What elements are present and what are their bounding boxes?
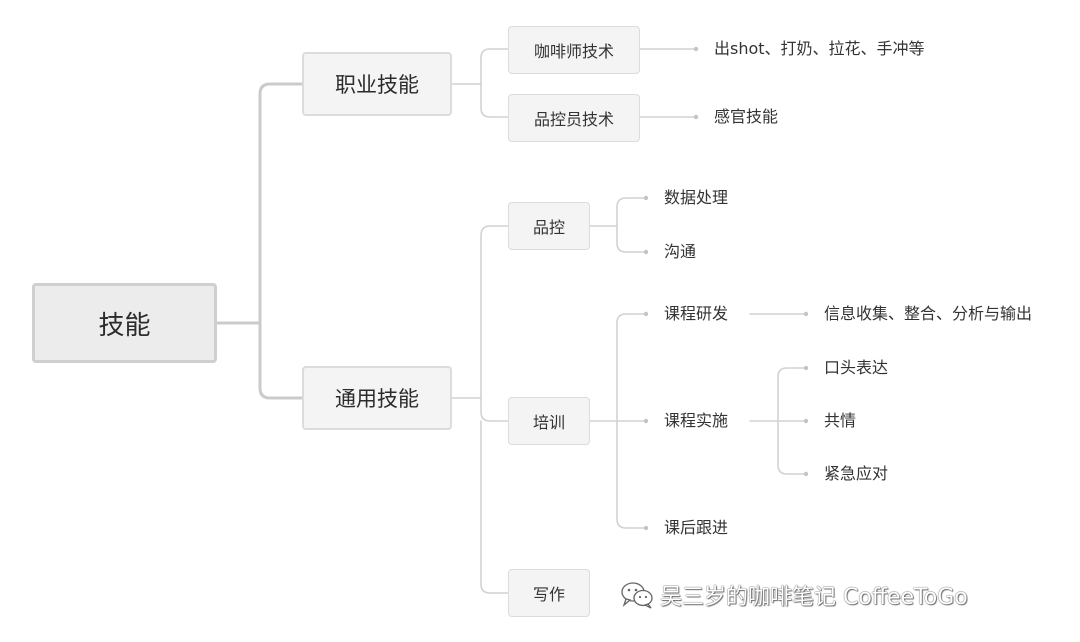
leaf-data-processing: 数据处理 — [664, 188, 729, 207]
leaf-empathy: 共情 — [824, 411, 857, 430]
watermark: 吴三岁的咖啡笔记 CoffeeToGo — [620, 575, 968, 615]
node-label: 职业技能 — [335, 73, 419, 97]
leaf-course-implementation: 课程实施 — [664, 411, 729, 430]
node-writing: 写作 — [508, 569, 590, 617]
node-general-skills: 通用技能 — [302, 366, 452, 430]
node-label: 品控员技术 — [533, 110, 614, 129]
node-label: 品控 — [532, 218, 565, 237]
root-node: 技能 — [32, 283, 217, 363]
node-professional-skills: 职业技能 — [302, 52, 452, 116]
node-label: 通用技能 — [335, 387, 419, 411]
leaf-verbal-expression: 口头表达 — [824, 358, 889, 377]
leaf-barista-detail: 出shot、打奶、拉花、手冲等 — [714, 39, 925, 58]
leaf-emergency-response: 紧急应对 — [824, 464, 889, 483]
leaf-sensory-skills: 感官技能 — [714, 107, 779, 126]
leaf-communication: 沟通 — [664, 242, 697, 261]
watermark-text: 吴三岁的咖啡笔记 CoffeeToGo — [660, 585, 968, 610]
node-label: 咖啡师技术 — [533, 42, 614, 61]
node-qc-technique: 品控员技术 — [508, 94, 640, 142]
node-quality-control: 品控 — [508, 202, 590, 250]
node-label: 培训 — [532, 413, 565, 432]
node-training: 培训 — [508, 397, 590, 445]
wechat-icon — [620, 580, 654, 610]
leaf-course-development: 课程研发 — [664, 304, 729, 323]
node-label: 写作 — [532, 585, 565, 604]
leaf-info-processing: 信息收集、整合、分析与输出 — [824, 304, 1033, 323]
node-barista-technique: 咖啡师技术 — [508, 26, 640, 74]
root-label: 技能 — [98, 310, 151, 341]
leaf-follow-up: 课后跟进 — [664, 518, 729, 537]
